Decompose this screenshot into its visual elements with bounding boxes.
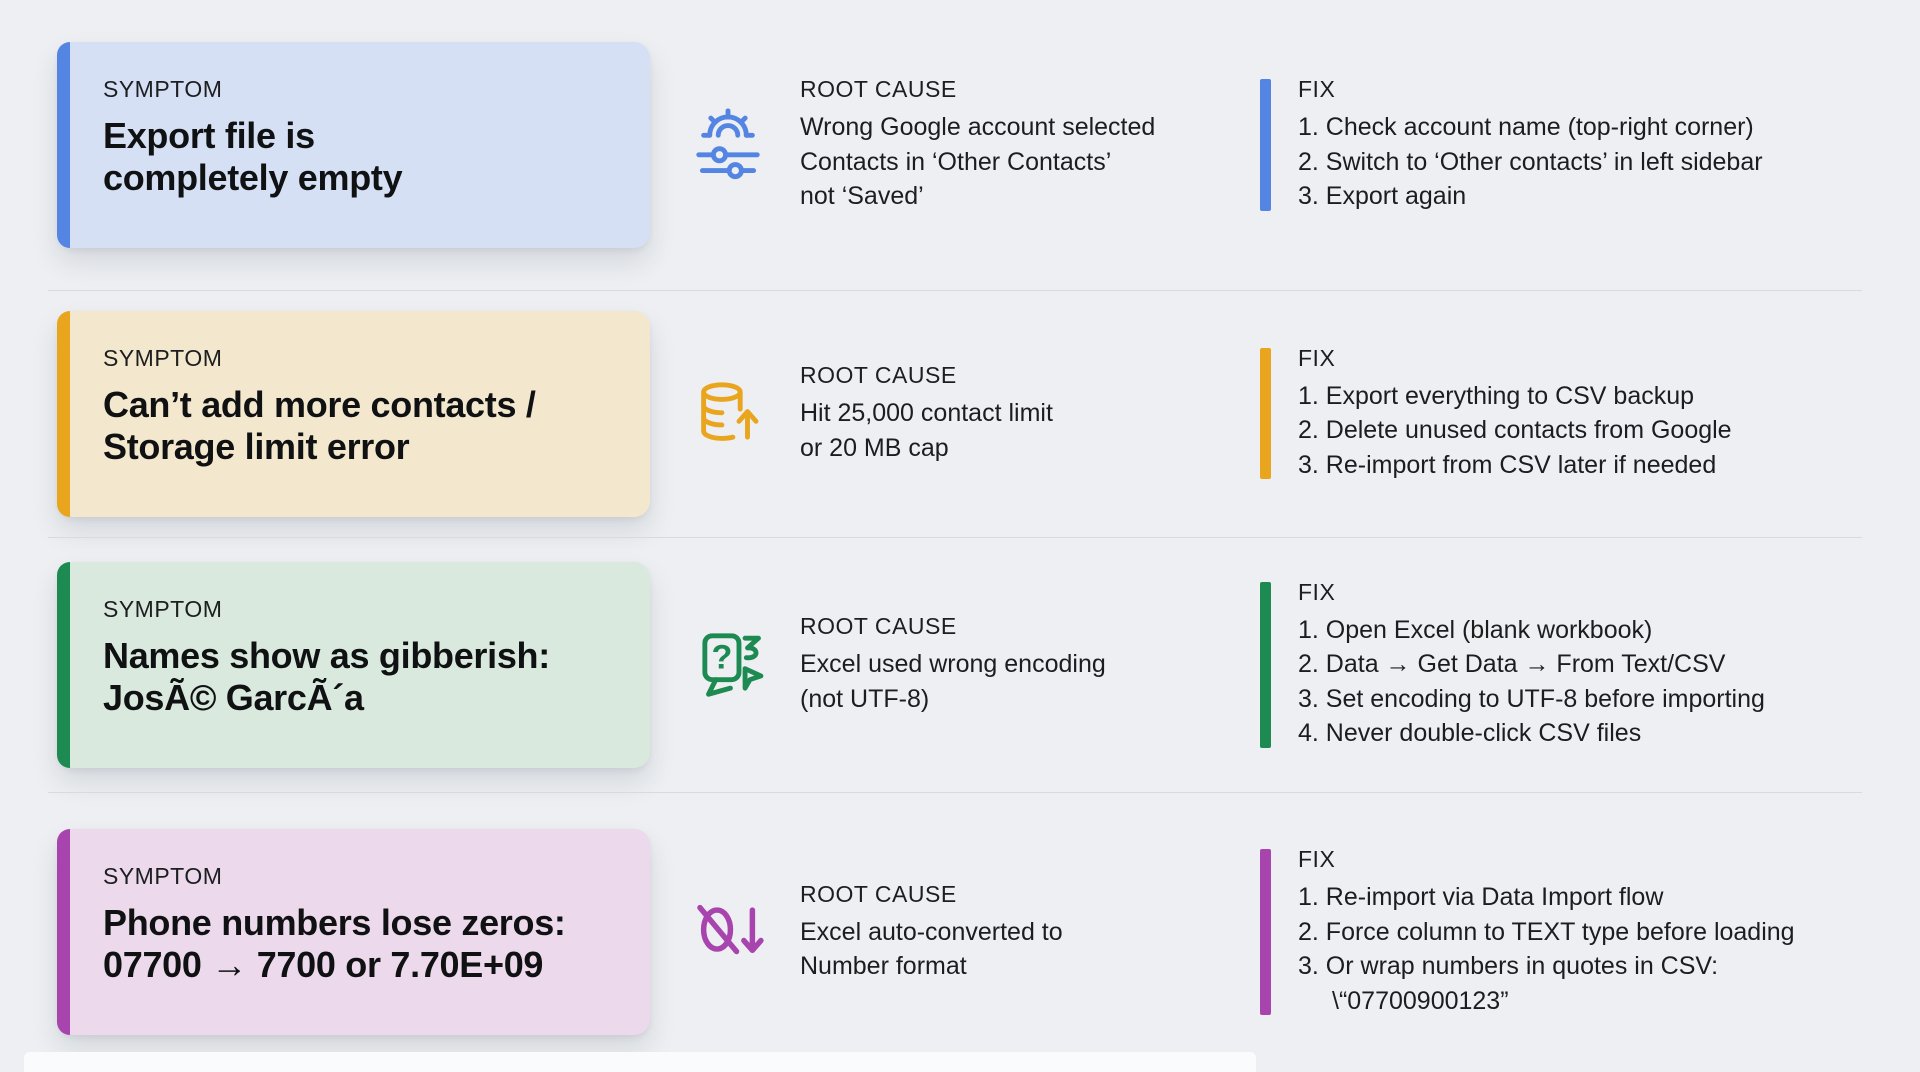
symptom-card: SYMPTOM Export file is completely empty: [57, 42, 650, 248]
fix-label: FIX: [1298, 846, 1336, 872]
root-cause-line: Excel used wrong encoding: [800, 650, 1106, 678]
fix-step-continuation: \“07700900123”: [1332, 986, 1509, 1015]
symptom-title: Export file is completely empty: [103, 115, 628, 200]
symptom-title-line: 07700 → 7700 or 7.70E+09: [103, 944, 544, 986]
fix-label: FIX: [1298, 344, 1336, 371]
fix-block: FIX 1. Open Excel (blank workbook) 2. Da…: [1260, 579, 1920, 751]
fix-step: 2. Force column to TEXT type before load…: [1298, 917, 1795, 946]
root-cause-block: ROOT CAUSE Wrong Google account selected…: [800, 76, 1260, 214]
fix-accent-bar: [1260, 849, 1271, 1015]
fix-label: FIX: [1298, 578, 1336, 605]
fix-step: 3. Set encoding to UTF-8 before importin…: [1298, 684, 1765, 713]
symptom-title: Phone numbers lose zeros: 07700 → 7700 o…: [103, 902, 628, 987]
svg-text:?: ?: [711, 638, 732, 676]
symptom-accent-bar: [57, 310, 70, 517]
symptom-title-line: Phone numbers lose zeros:: [103, 902, 566, 943]
symptom-title: Can’t add more contacts / Storage limit …: [103, 384, 628, 469]
root-cause-block: ROOT CAUSE Hit 25,000 contact limit or 2…: [800, 362, 1260, 465]
root-cause-block: ROOT CAUSE Excel used wrong encoding (no…: [800, 613, 1260, 716]
fix-accent-bar: [1260, 347, 1271, 480]
database-upload-icon: [655, 375, 800, 453]
root-cause-line: or 20 MB cap: [800, 433, 949, 462]
root-cause-line: (not UTF-8): [800, 684, 930, 713]
symptom-title-line: Names show as gibberish:: [103, 634, 550, 676]
symptom-label: SYMPTOM: [103, 863, 223, 889]
fix-step: 2. Delete unused contacts from Google: [1298, 416, 1732, 445]
root-cause-line: Excel auto-converted to: [800, 917, 1063, 946]
symptom-accent-bar: [57, 42, 70, 248]
encoding-question-icon: ?: [655, 626, 800, 704]
gear-sliders-icon: [655, 106, 800, 184]
fix-step: 1. Export everything to CSV backup: [1298, 381, 1695, 410]
fix-step: 4. Never double-click CSV files: [1298, 719, 1642, 747]
symptom-card: SYMPTOM Names show as gibberish: JosÃ© G…: [57, 561, 650, 768]
fix-accent-bar: [1260, 79, 1271, 211]
issue-row-encoding-gibberish: SYMPTOM Names show as gibberish: JosÃ© G…: [0, 537, 1920, 792]
fix-label: FIX: [1298, 76, 1336, 103]
symptom-label: SYMPTOM: [103, 595, 223, 622]
symptom-label: SYMPTOM: [103, 344, 223, 371]
symptom-title-line: Storage limit error: [103, 425, 410, 467]
symptom-accent-bar: [57, 561, 70, 768]
root-cause-block: ROOT CAUSE Excel auto-converted to Numbe…: [800, 881, 1260, 984]
root-cause-line: Wrong Google account selected: [800, 113, 1156, 142]
root-cause-line: not ‘Saved’: [800, 182, 924, 211]
fix-block: FIX 1. Check account name (top-right cor…: [1260, 76, 1920, 214]
fix-step: 3. Or wrap numbers in quotes in CSV:: [1298, 952, 1719, 980]
fix-step: 3. Re-import from CSV later if needed: [1298, 450, 1717, 479]
fix-step: 1. Re-import via Data Import flow: [1298, 883, 1664, 911]
symptom-title-line: completely empty: [103, 157, 403, 199]
root-cause-line: Number format: [800, 952, 967, 980]
symptom-title-line: JosÃ© GarcÃ´a: [103, 676, 364, 718]
fix-step: 2. Data → Get Data → From Text/CSV: [1298, 650, 1726, 678]
fix-block: FIX 1. Export everything to CSV backup 2…: [1260, 345, 1920, 483]
symptom-accent-bar: [57, 829, 70, 1035]
issue-row-storage-limit: SYMPTOM Can’t add more contacts / Storag…: [0, 290, 1920, 537]
bottom-strip: [24, 1052, 1256, 1072]
zero-strikethrough-icon: [655, 893, 800, 971]
fix-step: 1. Open Excel (blank workbook): [1298, 615, 1653, 644]
symptom-card: SYMPTOM Can’t add more contacts / Storag…: [57, 310, 650, 517]
fix-step: 3. Export again: [1298, 182, 1467, 211]
root-cause-label: ROOT CAUSE: [800, 76, 957, 103]
fix-block: FIX 1. Re-import via Data Import flow 2.…: [1260, 846, 1920, 1018]
symptom-title-line: Export file is: [103, 115, 315, 156]
root-cause-label: ROOT CAUSE: [800, 613, 957, 639]
fix-accent-bar: [1260, 581, 1271, 748]
symptom-card: SYMPTOM Phone numbers lose zeros: 07700 …: [57, 829, 650, 1035]
symptom-title: Names show as gibberish: JosÃ© GarcÃ´a: [103, 635, 628, 720]
issue-row-empty-export: SYMPTOM Export file is completely empty …: [0, 0, 1920, 290]
root-cause-line: Hit 25,000 contact limit: [800, 399, 1053, 427]
root-cause-label: ROOT CAUSE: [800, 362, 957, 388]
symptom-title-line: Can’t add more contacts /: [103, 383, 536, 425]
root-cause-label: ROOT CAUSE: [800, 880, 957, 907]
fix-step: 1. Check account name (top-right corner): [1298, 113, 1754, 142]
issue-row-lost-zeros: SYMPTOM Phone numbers lose zeros: 07700 …: [0, 792, 1920, 1072]
fix-step: 2. Switch to ‘Other contacts’ in left si…: [1298, 147, 1763, 176]
symptom-label: SYMPTOM: [103, 76, 223, 102]
root-cause-line: Contacts in ‘Other Contacts’: [800, 147, 1112, 176]
